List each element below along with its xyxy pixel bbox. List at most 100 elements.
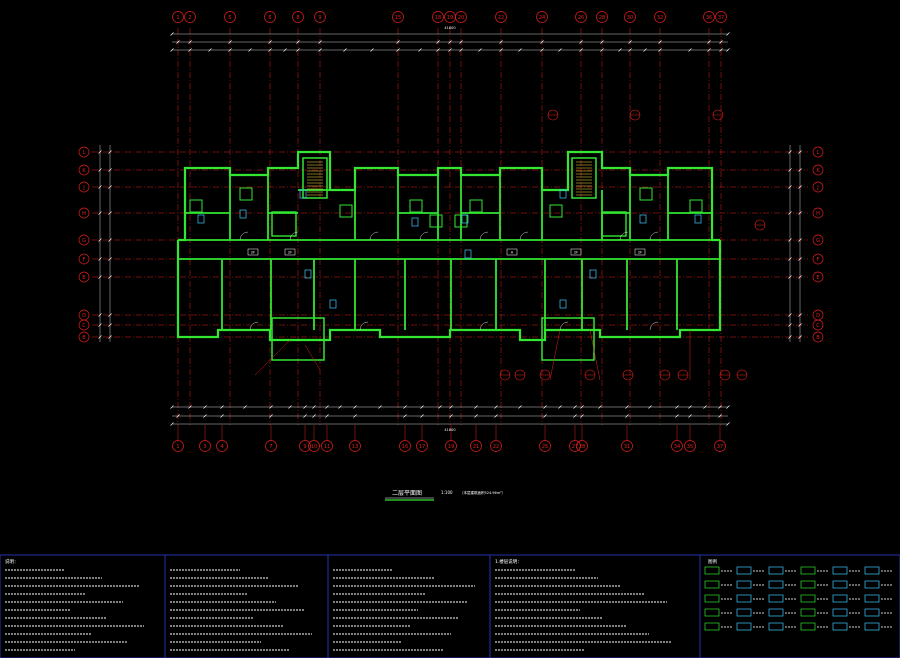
bottom-axis-bubble: 17 (416, 440, 428, 452)
bottom-axis-label: 10 (311, 444, 317, 450)
top-axis-label: 37 (718, 15, 724, 21)
top-axis-label: 22 (498, 15, 504, 21)
wall (639, 187, 653, 201)
left-row-axis-bubbles: L K J H G F E DCB (78, 146, 90, 343)
wall (454, 214, 468, 228)
bottom-axis-bubble: 10 (308, 440, 320, 452)
top-axis-label: 26 (578, 15, 584, 21)
row-axis-label: K (82, 168, 86, 174)
row-axis-label: G (816, 238, 820, 244)
row-axis-label: H (82, 211, 86, 217)
top-axis-bubble: 28 (596, 11, 608, 23)
top-axis-bubble: 36 (703, 11, 715, 23)
building-walls (176, 150, 722, 361)
wall (178, 150, 720, 242)
row-axis-label: D (82, 313, 86, 319)
top-axis-label: 5 (228, 15, 231, 21)
row-axis-bubble: F (78, 253, 90, 265)
top-axis-label: 1 (176, 15, 179, 21)
row-axis-label: G (82, 238, 86, 244)
bottom-axis-label: 4 (220, 444, 223, 450)
room-tag: A (511, 251, 514, 255)
bottom-axis-label: 11 (324, 444, 330, 450)
top-axis-label: 8 (296, 15, 299, 21)
bottom-axis-bubble: 27 (569, 440, 581, 452)
bottom-axis-bubble: 22 (490, 440, 502, 452)
row-axis-bubble: L (812, 146, 824, 158)
row-axis-label: J (82, 185, 84, 191)
top-axis-bubble: 22 (495, 11, 507, 23)
top-axis-bubble: 6 (264, 11, 276, 23)
row-axis-label: C (816, 323, 820, 329)
row-axis-label: L (817, 150, 820, 156)
top-axis-label: 24 (539, 15, 545, 21)
notes-table (0, 554, 900, 658)
wall (189, 199, 203, 213)
row-axis-bubble: F (812, 253, 824, 265)
notes-col1-title: 说明： (5, 558, 19, 565)
row-axis-bubble: B (812, 331, 824, 343)
top-axis-bubble: 37 (715, 11, 727, 23)
row-axis-bubble: D (78, 309, 90, 321)
bottom-axis-bubble: 34 (671, 440, 683, 452)
bottom-axis-bubble: 25 (539, 440, 551, 452)
row-axis-label: E (82, 275, 85, 281)
bottom-total-dimension: 41800 (444, 428, 455, 432)
drawing-title: 二层平面图 (392, 490, 422, 497)
row-axis-label: B (816, 335, 820, 341)
bottom-axis-label: 13 (352, 444, 358, 450)
bottom-axis-bubble: 37 (714, 440, 726, 452)
row-axis-bubble: H (78, 207, 90, 219)
top-axis-label: 15 (395, 15, 401, 21)
bottom-axis-label: 22 (493, 444, 499, 450)
top-axis-bubble: 32 (654, 11, 666, 23)
wall (271, 211, 297, 237)
top-axis-label: 20 (458, 15, 464, 21)
wall (469, 199, 483, 213)
row-axis-bubble: C (812, 319, 824, 331)
top-axis-bubble: 19 (444, 11, 456, 23)
top-axis-label: 9 (318, 15, 321, 21)
wall (271, 317, 325, 361)
row-axis-label: B (82, 335, 86, 341)
bottom-axis-label: 9 (303, 444, 306, 450)
bottom-axis-bubble: 7 (265, 440, 277, 452)
row-axis-bubble: G (812, 234, 824, 246)
row-axis-bubble: J (812, 181, 824, 193)
bottom-axis-bubble: 16 (399, 440, 411, 452)
bottom-axis-label: 21 (473, 444, 479, 450)
bottom-axis-bubble: 11 (321, 440, 333, 452)
top-axis-bubble: 1 (172, 11, 184, 23)
bottom-axis-label: 35 (687, 444, 693, 450)
row-axis-label: E (816, 275, 819, 281)
bottom-axis-label: 25 (542, 444, 548, 450)
bottom-axis-bubble: 1 (172, 440, 184, 452)
top-axis-label: 28 (599, 15, 605, 21)
bottom-axis-bubble: 19 (445, 440, 457, 452)
wall (571, 157, 597, 199)
top-axis-label: 30 (627, 15, 633, 21)
row-axis-bubble: C (78, 319, 90, 331)
wall (601, 211, 627, 237)
top-axis-label: 32 (657, 15, 663, 21)
row-axis-bubble: H (812, 207, 824, 219)
bottom-axis-bubble: 9 (299, 440, 311, 452)
bottom-axis-label: 34 (674, 444, 680, 450)
row-axis-label: J (816, 185, 818, 191)
bottom-axis-label: 1 (176, 444, 179, 450)
bottom-axis-label: 28 (579, 444, 585, 450)
row-axis-bubble: B (78, 331, 90, 343)
wall (239, 187, 253, 201)
row-axis-bubble: L (78, 146, 90, 158)
top-axis-label: 2 (188, 15, 191, 21)
legend-grid (704, 566, 893, 631)
row-axis-bubble: D (812, 309, 824, 321)
top-axis-bubble: 24 (536, 11, 548, 23)
row-axis-label: F (817, 257, 820, 263)
